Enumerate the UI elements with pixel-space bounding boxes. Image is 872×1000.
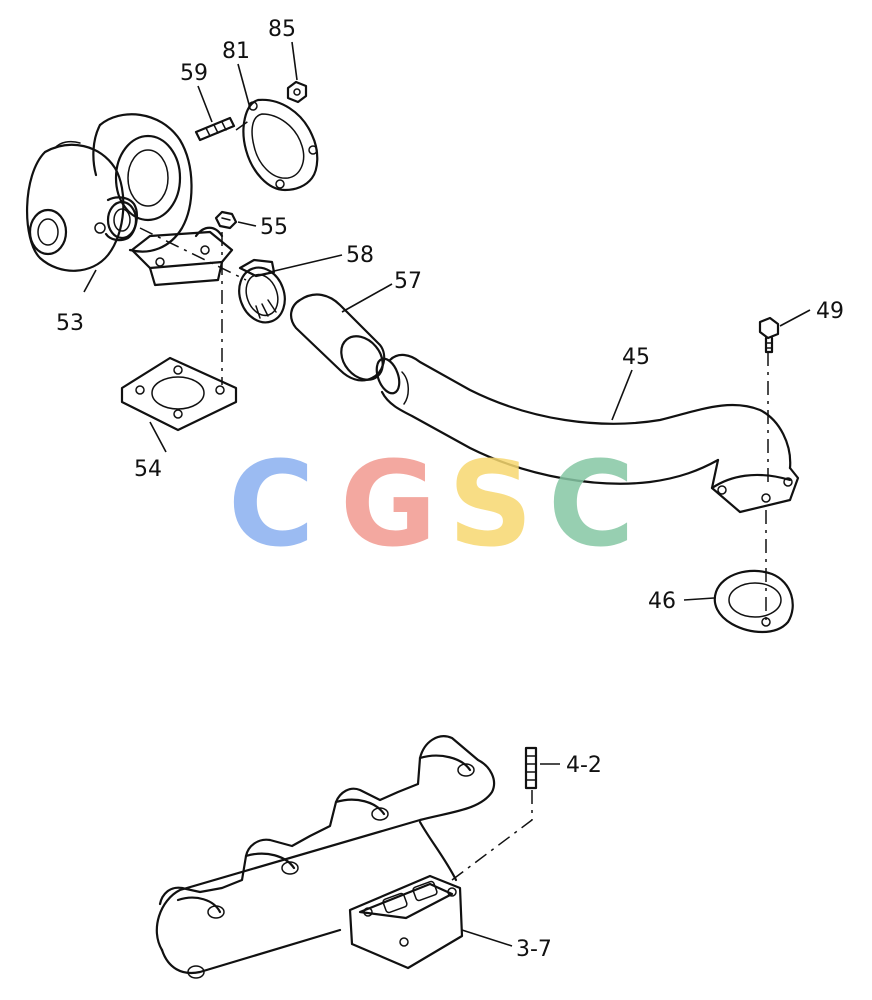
callout-85: 85 <box>268 17 296 42</box>
watermark-letter-2: G <box>340 435 437 573</box>
callout-58: 58 <box>346 243 374 268</box>
gasket-46 <box>713 569 794 633</box>
nut-85 <box>286 80 308 104</box>
gasket-54 <box>120 356 238 432</box>
watermark-letter-3: S <box>448 435 533 573</box>
callout-54: 54 <box>134 457 162 482</box>
clamp-58 <box>238 258 286 324</box>
watermark-letter-1: C <box>228 435 315 573</box>
exhaust-manifold <box>155 735 496 979</box>
callout-59: 59 <box>180 61 208 86</box>
callout-45: 45 <box>622 345 650 370</box>
callout-57: 57 <box>394 269 422 294</box>
callout-81: 81 <box>222 39 250 64</box>
callout-55: 55 <box>260 215 288 240</box>
gasket-81 <box>242 98 319 192</box>
stud-59 <box>194 116 236 142</box>
callout-46: 46 <box>648 589 676 614</box>
alignment-lines <box>139 119 769 881</box>
callout-53: 53 <box>56 311 84 336</box>
leader-lines <box>83 41 811 947</box>
turbocharger <box>26 113 234 287</box>
nut-55 <box>214 210 238 230</box>
cgsc-watermark: C G S C <box>228 435 635 573</box>
callout-49: 49 <box>816 299 844 324</box>
bolt-49 <box>758 316 780 354</box>
callout-labels: 85 81 59 55 58 57 53 49 45 54 46 4-2 3-7 <box>56 17 844 962</box>
callout-3-7: 3-7 <box>516 937 552 962</box>
callout-4-2: 4-2 <box>566 753 602 778</box>
stud-4-2 <box>524 746 538 790</box>
watermark-letter-4: C <box>548 435 635 573</box>
